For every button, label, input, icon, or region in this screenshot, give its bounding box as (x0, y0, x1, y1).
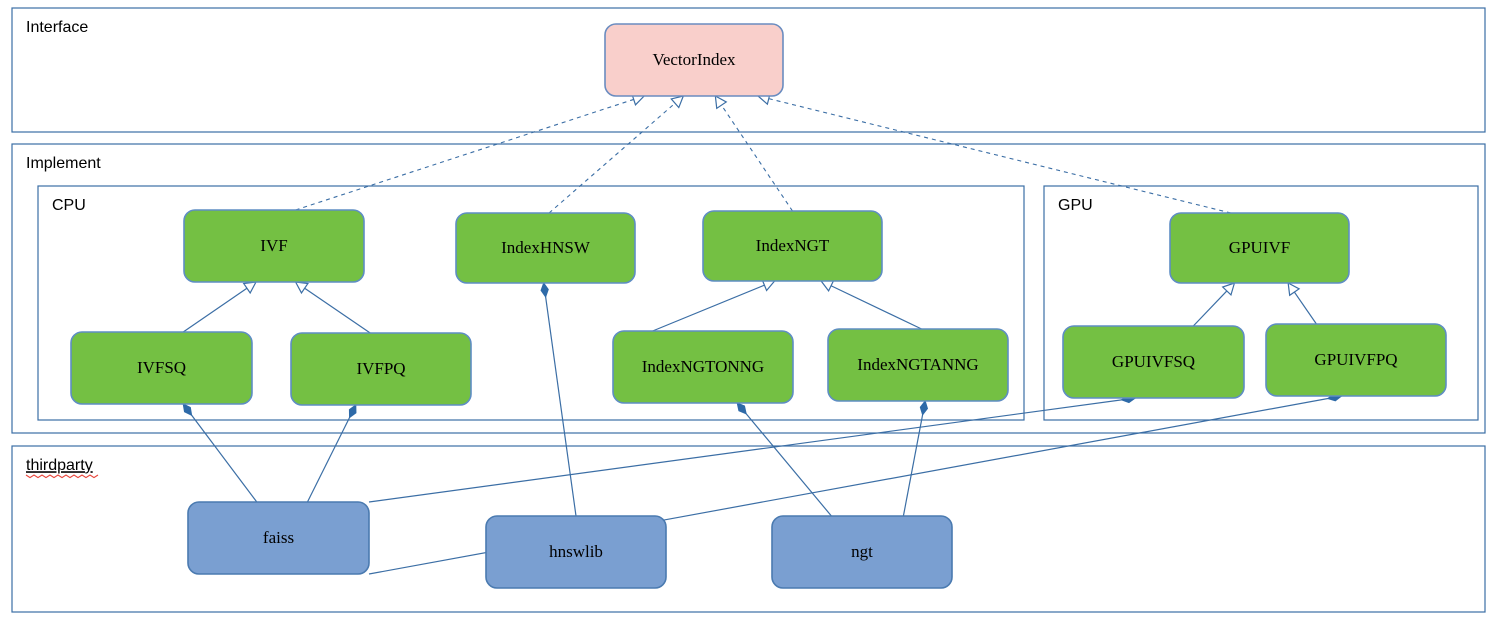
node-ivfpq[interactable]: IVFPQ (290, 332, 472, 406)
node-indexngt[interactable]: IndexNGT (702, 210, 883, 282)
node-box-gpuivfsq[interactable] (1062, 325, 1245, 399)
node-box-ivf[interactable] (183, 209, 365, 283)
node-gpuivfsq[interactable]: GPUIVFSQ (1062, 325, 1245, 399)
node-label-ivf: IVF (260, 236, 287, 255)
arrowhead-indexhnsw-realizes-vectorindex (670, 95, 685, 109)
node-ngt[interactable]: ngt (771, 515, 953, 589)
node-label-hnswlib: hnswlib (549, 542, 603, 561)
edge-indexngtonng-composes-ngt (736, 402, 832, 517)
arrowhead-gpuivfpq-extends-gpuivf (1287, 281, 1301, 297)
diamond-indexngtonng-composes-ngt (736, 402, 747, 415)
edge-line-indexhnsw-realizes-vectorindex (548, 102, 676, 214)
node-box-faiss[interactable] (187, 501, 370, 575)
group-label-thirdparty: thirdparty (26, 457, 93, 474)
node-label-ivfsq: IVFSQ (137, 358, 186, 377)
node-label-vectorindex: VectorIndex (652, 50, 736, 69)
node-label-ivfpq: IVFPQ (356, 359, 405, 378)
node-box-indexngtanng[interactable] (827, 328, 1009, 402)
edge-line-indexngtonng-composes-ngt (736, 402, 832, 517)
edge-line-indexngtanng-extends-indexngt (830, 285, 922, 330)
node-label-gpuivfpq: GPUIVFPQ (1314, 350, 1397, 369)
edge-line-gpuivfpq-extends-gpuivf (1293, 291, 1317, 325)
edge-gpuivfsq-extends-gpuivf (1192, 282, 1236, 327)
edge-line-ivfsq-composes-faiss (182, 403, 258, 503)
group-label-gpu: GPU (1058, 197, 1093, 214)
edge-ivfsq-composes-faiss (182, 403, 258, 503)
node-label-gpuivf: GPUIVF (1229, 238, 1290, 257)
node-box-indexhnsw[interactable] (455, 212, 636, 284)
node-gpuivf[interactable]: GPUIVF (1169, 212, 1350, 284)
diamond-indexhnsw-composes-hnswlib (540, 281, 549, 298)
node-gpuivfpq[interactable]: GPUIVFPQ (1265, 323, 1447, 397)
node-hnswlib[interactable]: hnswlib (485, 515, 667, 589)
spellcheck-squiggle-thirdparty (25, 474, 99, 479)
edge-ivfpq-composes-faiss (306, 404, 357, 503)
edge-gpuivfpq-extends-gpuivf (1287, 281, 1317, 325)
node-label-indexngtonng: IndexNGTONNG (642, 357, 764, 376)
node-ivf[interactable]: IVF (183, 209, 365, 283)
node-indexhnsw[interactable]: IndexHNSW (455, 212, 636, 284)
edge-indexngtanng-composes-ngt (902, 399, 929, 517)
group-label-interface: Interface (26, 19, 88, 36)
node-box-gpuivf[interactable] (1169, 212, 1350, 284)
edge-line-indexngtanng-composes-ngt (902, 400, 926, 517)
arrowhead-gpuivfsq-extends-gpuivf (1221, 282, 1236, 297)
node-label-indexhnsw: IndexHNSW (501, 238, 591, 257)
node-box-ivfpq[interactable] (290, 332, 472, 406)
diamond-ivfsq-composes-faiss (182, 403, 193, 417)
node-label-faiss: faiss (263, 528, 294, 547)
node-indexngtonng[interactable]: IndexNGTONNG (612, 330, 794, 404)
node-ivfsq[interactable]: IVFSQ (70, 331, 253, 405)
group-label-cpu: CPU (52, 197, 86, 214)
edge-line-ivfsq-extends-ivf (182, 287, 248, 333)
node-box-gpuivfpq[interactable] (1265, 323, 1447, 397)
node-label-gpuivfsq: GPUIVFSQ (1112, 352, 1195, 371)
node-label-indexngtanng: IndexNGTANNG (857, 355, 978, 374)
node-label-indexngt: IndexNGT (756, 236, 830, 255)
edge-line-indexngtonng-extends-indexngt (652, 284, 765, 332)
node-box-ngt[interactable] (771, 515, 953, 589)
edge-indexhnsw-realizes-vectorindex (548, 95, 685, 214)
node-box-indexngt[interactable] (702, 210, 883, 282)
diamond-indexngtanng-composes-ngt (919, 399, 929, 416)
edge-line-ivf-realizes-vectorindex (295, 98, 634, 211)
node-faiss[interactable]: faiss (187, 501, 370, 575)
node-vectorindex[interactable]: VectorIndex (604, 23, 784, 97)
diamond-ivfpq-composes-faiss (348, 404, 357, 419)
node-indexngtanng[interactable]: IndexNGTANNG (827, 328, 1009, 402)
edge-line-indexhnsw-composes-hnswlib (543, 282, 577, 517)
node-box-indexngtonng[interactable] (612, 330, 794, 404)
node-box-vectorindex[interactable] (604, 23, 784, 97)
node-box-ivfsq[interactable] (70, 331, 253, 405)
edge-indexngt-realizes-vectorindex (714, 94, 793, 212)
edge-line-ivfpq-composes-faiss (306, 404, 357, 503)
node-box-hnswlib[interactable] (485, 515, 667, 589)
edge-line-gpuivfsq-composes-faiss (368, 397, 1136, 503)
arrowhead-indexngt-realizes-vectorindex (714, 94, 728, 110)
edge-line-ivfpq-extends-ivf (304, 287, 371, 334)
edge-line-gpuivfsq-extends-gpuivf (1192, 290, 1228, 327)
edge-indexhnsw-composes-hnswlib (540, 281, 577, 517)
edge-line-indexngt-realizes-vectorindex (721, 104, 793, 212)
group-label-implement: Implement (26, 155, 101, 172)
node-label-ngt: ngt (851, 542, 873, 561)
